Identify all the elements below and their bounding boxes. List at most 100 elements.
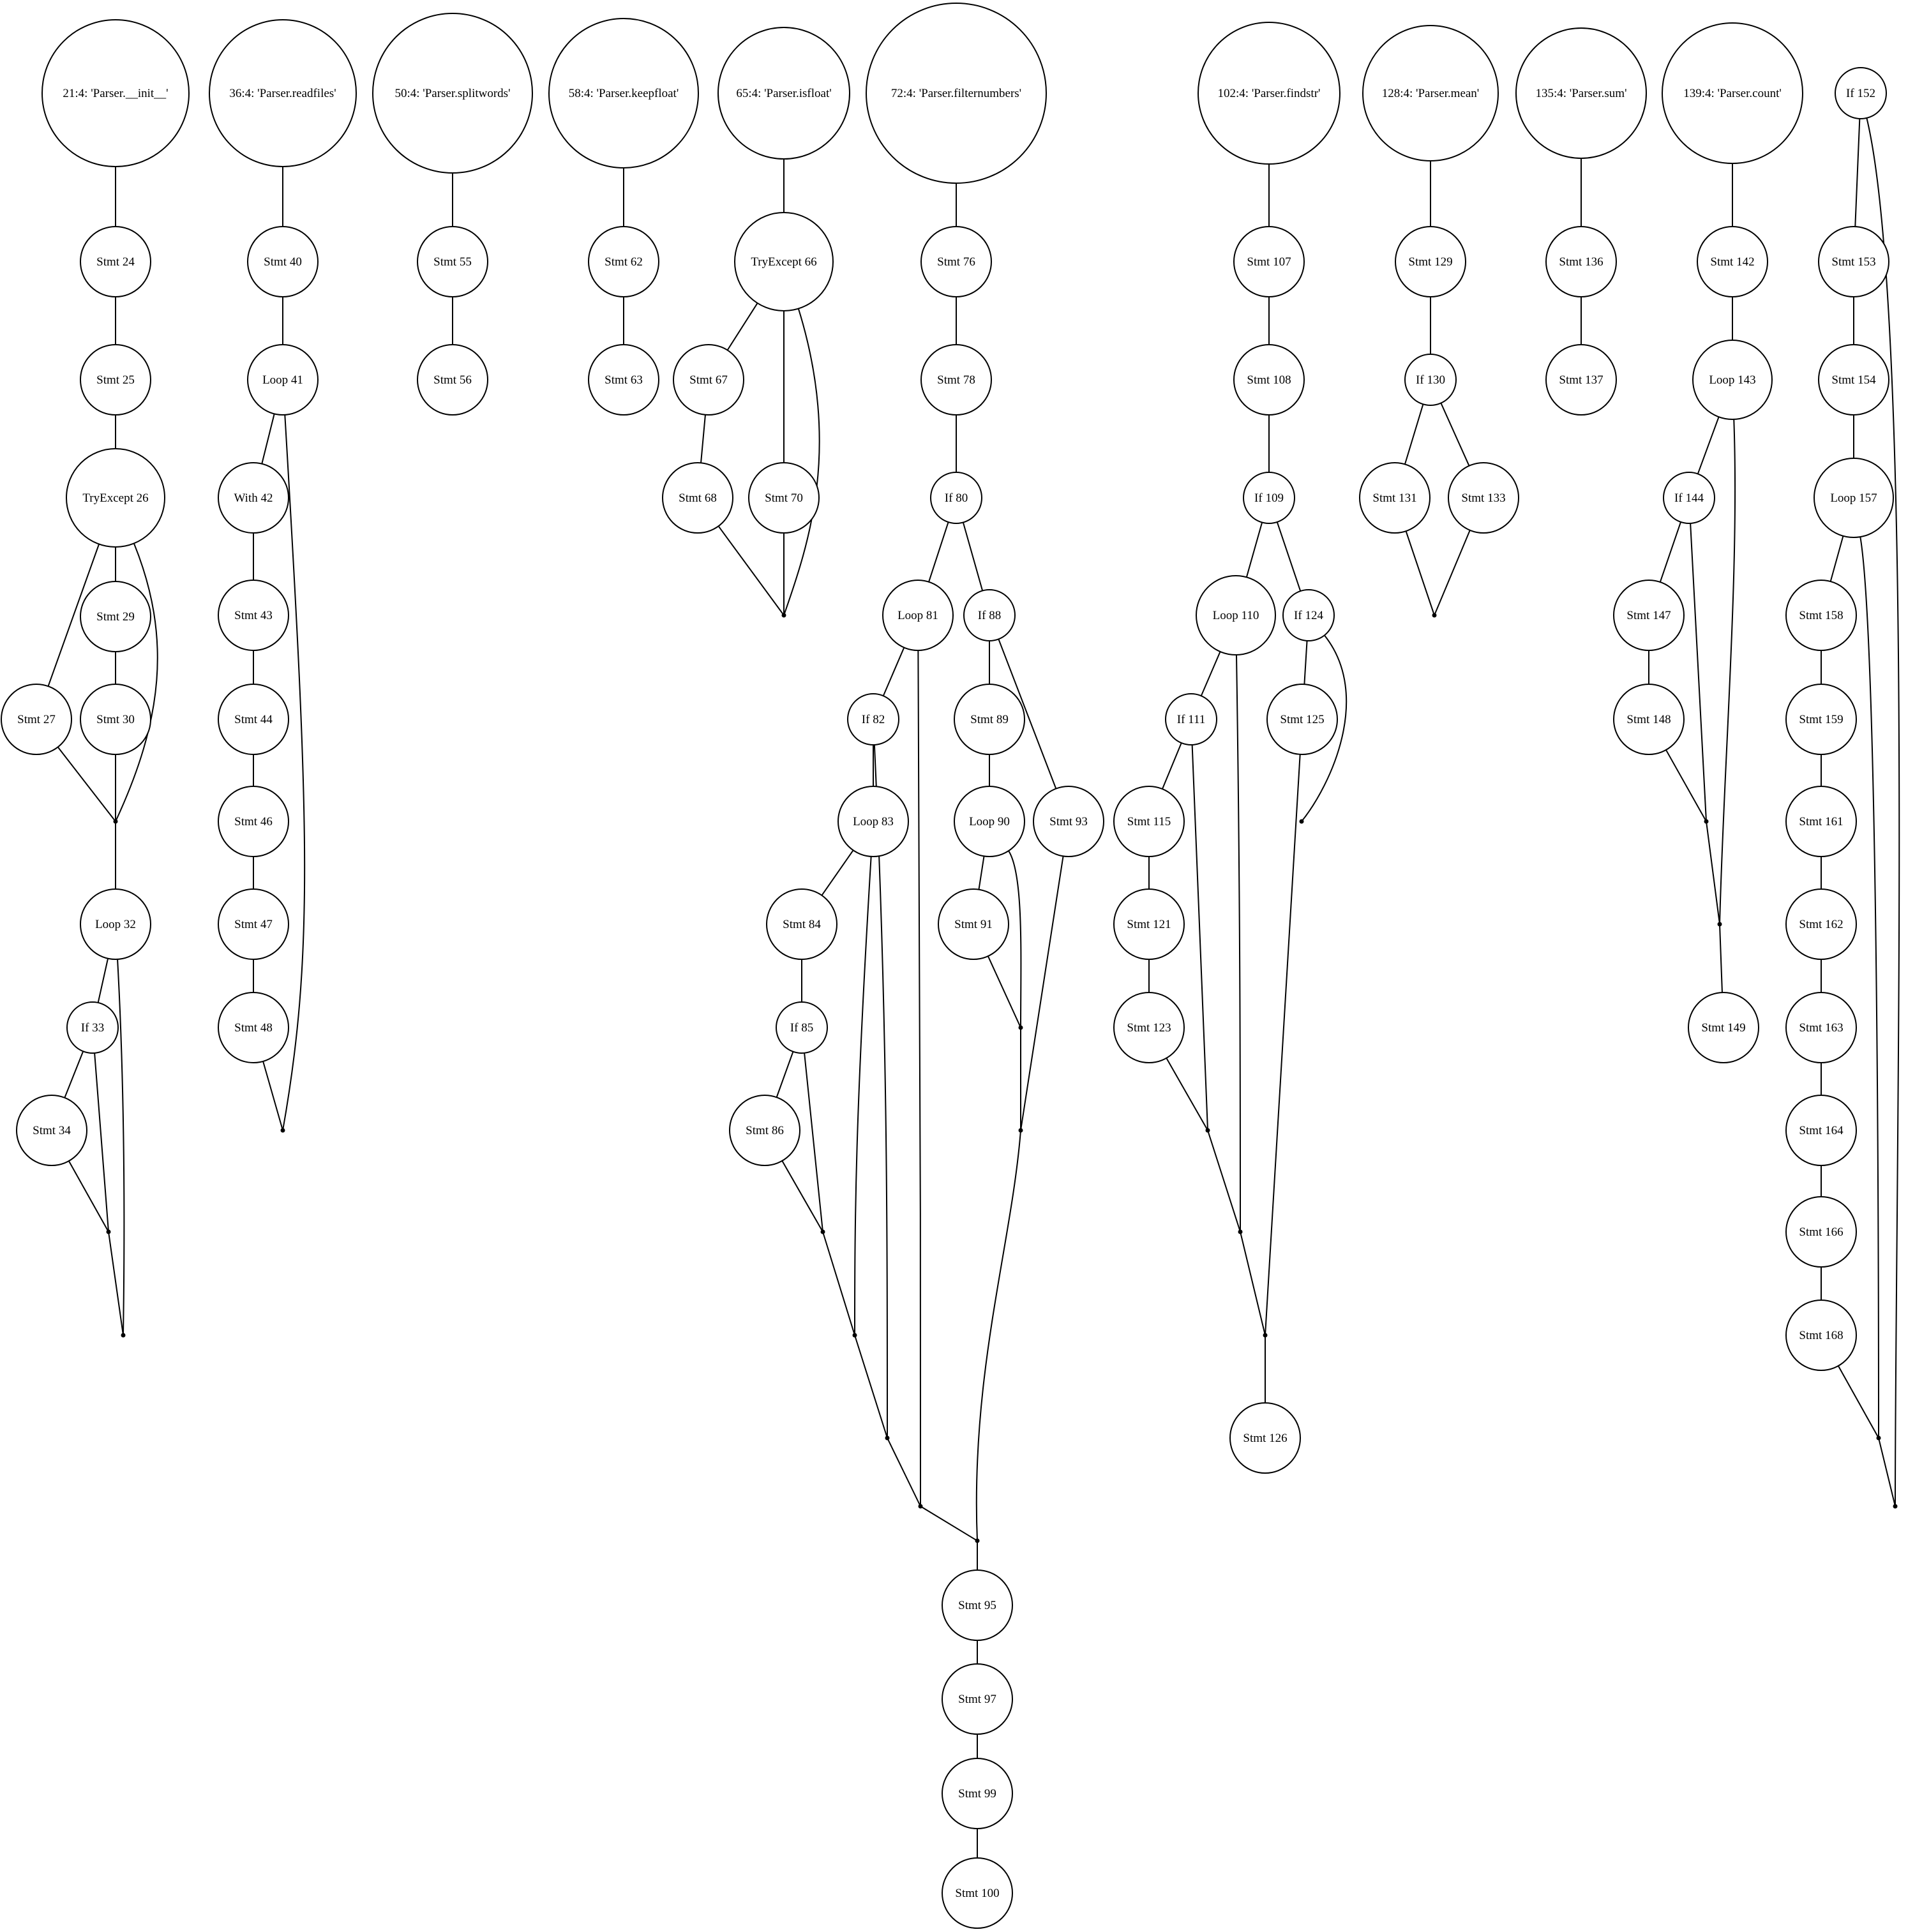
node-label: Stmt 100 [955,1887,999,1900]
node-circle [80,581,151,652]
node-circle [882,580,954,651]
node-label: 139:4: 'Parser.count' [1683,87,1782,100]
node-label: Loop 143 [1709,373,1755,387]
node-label: Stmt 68 [679,491,717,505]
graph-node-111: If 111 [1165,693,1217,745]
node-circle [1785,1095,1857,1166]
graph-node-164: Stmt 164 [1785,1095,1857,1166]
junction-point [280,1128,285,1133]
node-circle [1785,1196,1857,1268]
node-circle [954,786,1025,857]
junction-point [918,1504,923,1509]
edge-n82-j8 [873,744,888,1439]
edge-n144-j18 [1690,523,1707,822]
edge-n81-j9 [917,650,921,1507]
node-circle [1033,786,1104,857]
edge-n32-j3 [117,959,125,1336]
node-label: If 85 [790,1021,813,1035]
node-label: Stmt 164 [1799,1124,1844,1137]
edge-j7-j8 [854,1335,888,1439]
graph-node-65: 65:4: 'Parser.isfloat' [717,27,850,160]
edge-n90-j10 [1008,850,1022,1028]
node-label: Stmt 163 [1799,1021,1843,1035]
node-circle [1448,462,1519,534]
node-label: Stmt 89 [970,713,1009,726]
edge-n133-j17 [1434,530,1471,616]
node-circle [748,462,820,534]
edge-n33-n34 [64,1051,84,1098]
node-label: 50:4: 'Parser.splitwords' [394,87,510,100]
node-label: Loop 90 [969,815,1010,828]
node-label: Stmt 43 [234,609,273,622]
node-label: Stmt 25 [96,373,135,387]
node-label: 135:4: 'Parser.sum' [1535,87,1626,100]
edge-n34-j2 [68,1160,109,1232]
node-label: Stmt 153 [1831,255,1875,269]
node-label: Stmt 29 [96,610,135,624]
node-circle [16,1095,87,1166]
node-circle [372,13,533,174]
node-label: Stmt 126 [1243,1432,1287,1445]
graph-node-159: Stmt 159 [1785,684,1857,755]
node-label: Stmt 84 [783,918,821,931]
node-circle [218,684,289,755]
graph-node-88: If 88 [963,589,1016,641]
junction-point [781,613,786,618]
graph-node-32: Loop 32 [80,888,151,960]
edge-n124-j15 [1301,634,1348,822]
node-label: Stmt 137 [1559,373,1603,387]
edge-j14-j16 [1240,1231,1266,1336]
node-label: Stmt 115 [1127,815,1171,828]
graph-node-143: Loop 143 [1692,340,1773,420]
edge-n85-n86 [776,1051,794,1098]
node-circle [776,1001,828,1054]
node-label: Stmt 97 [958,1693,996,1706]
edge-n109-n110 [1245,522,1263,578]
node-label: With 42 [234,491,273,505]
node-label: Stmt 123 [1127,1021,1171,1035]
graph-node-70: Stmt 70 [748,462,820,534]
node-circle [1818,226,1889,297]
node-circle [417,344,488,416]
node-label: If 144 [1674,491,1704,505]
graph-node-161: Stmt 161 [1785,786,1857,857]
node-label: Stmt 154 [1831,373,1876,387]
graph-node-153: Stmt 153 [1818,226,1889,297]
node-circle [734,212,834,311]
node-circle [1233,226,1305,297]
node-label: Stmt 46 [234,815,273,828]
graph-node-25: Stmt 25 [80,344,151,416]
node-circle [588,344,659,416]
edge-n125-j16 [1265,754,1301,1336]
graph-node-110: Loop 110 [1196,575,1276,655]
node-label: Stmt 91 [954,918,993,931]
graph-node-42: With 42 [218,462,289,534]
graph-node-46: Stmt 46 [218,786,289,857]
graph-node-93: Stmt 93 [1033,786,1104,857]
junction-point [1018,1025,1023,1030]
junction-point [1205,1128,1210,1133]
junction-point [1263,1333,1268,1338]
graph-node-130: If 130 [1404,354,1457,406]
edge-j18-j19 [1706,821,1720,925]
edge-n130-n133 [1440,403,1470,467]
node-circle [1662,22,1803,164]
node-circle [1113,786,1185,857]
node-label: Stmt 56 [433,373,472,387]
graph-node-158: Stmt 158 [1785,580,1857,651]
node-label: Stmt 158 [1799,609,1843,622]
edge-n91-j10 [987,955,1021,1028]
node-label: Loop 110 [1213,609,1259,622]
node-circle [1165,693,1217,745]
node-label: Loop 32 [95,918,136,931]
node-circle [80,344,151,416]
edge-j11-j12 [975,1130,1021,1541]
edge-n33-j2 [94,1052,109,1232]
node-label: Loop 41 [262,373,303,387]
graph-node-29: Stmt 29 [80,581,151,652]
node-circle [218,580,289,651]
edge-n143-j19 [1719,419,1736,925]
graph-node-115: Stmt 115 [1113,786,1185,857]
edge-n157-j20 [1859,536,1879,1439]
